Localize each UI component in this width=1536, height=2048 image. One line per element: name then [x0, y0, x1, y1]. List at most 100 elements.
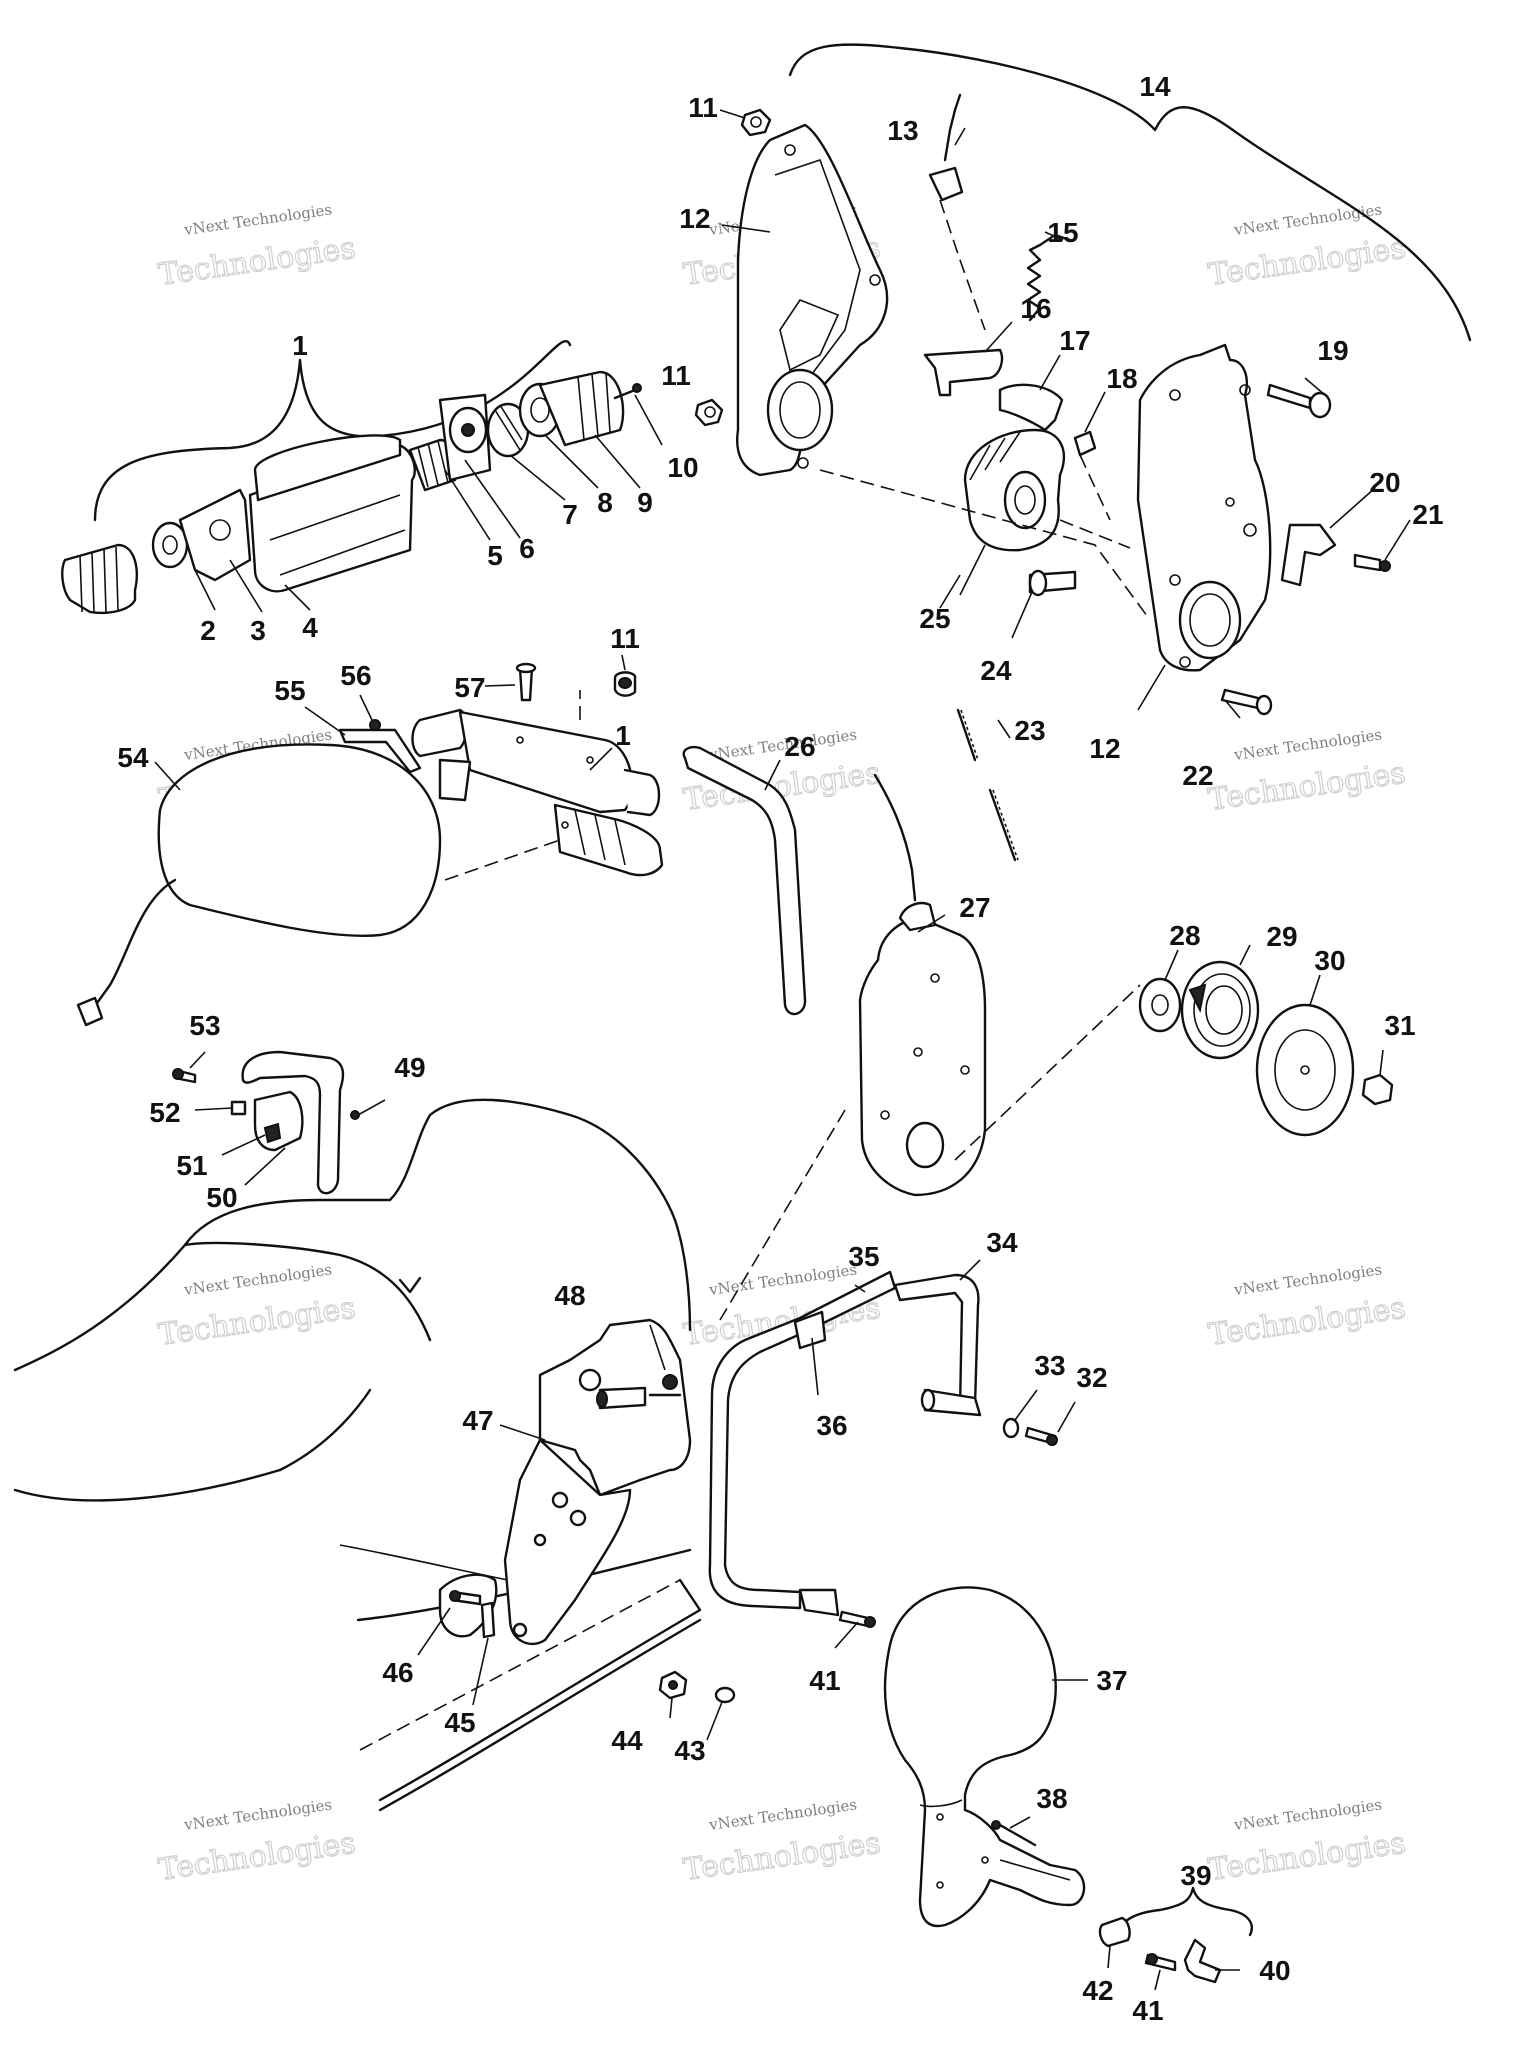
part-cap-43: [714, 1686, 736, 1704]
assembly-line-4: [1079, 454, 1111, 521]
part-tube-34: [893, 1273, 982, 1417]
part-screw-10: [613, 383, 642, 400]
part-screw-41-upper: [838, 1610, 876, 1628]
part-nut-11-low: [613, 671, 637, 697]
watermark-line2: Technologies: [1206, 1826, 1407, 1888]
callout-27: 27: [959, 892, 990, 923]
part-washer-28: [1138, 977, 1182, 1033]
bracket-group-14: [788, 43, 1472, 342]
watermark-line2: Technologies: [156, 231, 357, 293]
part-shaft-24: [1028, 569, 1077, 597]
part-screw-19: [1266, 383, 1332, 419]
bracket-group-39: [1113, 1886, 1253, 1940]
part-stud-48: [596, 1374, 682, 1410]
callout-5: 5: [487, 540, 503, 571]
part-washer-33: [1002, 1417, 1020, 1439]
part-handle-20: [1280, 523, 1337, 587]
part-screw-41-lower: [1144, 1953, 1177, 1972]
callout-54: 54: [117, 742, 149, 773]
part-wingnut-40: [1183, 1938, 1222, 1984]
part-clip-52: [230, 1100, 247, 1116]
callout-14-recoil-assembly: 14: [1139, 71, 1171, 102]
callout-4: 4: [302, 612, 318, 643]
callout-12-rear-cover: 12: [679, 203, 710, 234]
callouts: 1 2 3 4 5 6 7 8 9 10 11 11 11 12 12 13 1…: [117, 71, 1443, 2026]
assembly-line-5: [444, 839, 561, 881]
bracket-group-1: [93, 340, 572, 522]
part-screw-21: [1353, 553, 1391, 572]
part-spring-29: [1180, 960, 1260, 1060]
callout-22: 22: [1182, 760, 1213, 791]
callout-23: 23: [1014, 715, 1045, 746]
callout-28: 28: [1169, 920, 1200, 951]
callout-45: 45: [444, 1707, 475, 1738]
watermark-1: vNext Technologies Technologies: [156, 200, 359, 293]
part-bracket-55: [338, 728, 422, 774]
assembly-line-1: [819, 469, 1151, 621]
callout-38: 38: [1036, 1783, 1067, 1814]
callout-20: 20: [1369, 467, 1400, 498]
watermark-line1: vNext Technologies: [707, 725, 858, 764]
part-bracket-47: [503, 1318, 692, 1646]
callout-25: 25: [919, 603, 950, 634]
callout-8: 8: [597, 487, 613, 518]
watermark-line2: Technologies: [156, 1291, 357, 1353]
part-plate-6: [438, 393, 492, 482]
watermark-line1: vNext Technologies: [182, 1795, 333, 1834]
part-pulley-25: [963, 428, 1065, 552]
watermark-line1: vNext Technologies: [1232, 200, 1383, 239]
callout-47: 47: [462, 1405, 493, 1436]
watermark-line2: Technologies: [1206, 1291, 1407, 1353]
callout-42: 42: [1082, 1975, 1113, 2006]
watermark-line1: vNext Technologies: [1232, 725, 1383, 764]
callout-13: 13: [887, 115, 918, 146]
part-pin-57: [515, 662, 537, 702]
part-spring-15: [1026, 233, 1072, 322]
part-pawl-17: [998, 383, 1064, 432]
leader-lines: [154, 109, 1411, 1991]
watermark-line1: vNext Technologies: [182, 200, 333, 239]
part-nut-44: [658, 1670, 688, 1700]
part-windshield-54: [76, 743, 442, 1027]
part-clip-45: [480, 1601, 496, 1639]
watermark-7: vNext Technologies Technologies: [156, 1260, 359, 1353]
assembly-line-2: [939, 199, 986, 331]
part-knob-51: [263, 1122, 282, 1144]
part-bracket-3: [178, 488, 252, 582]
watermark-line1: vNext Technologies: [182, 1260, 333, 1299]
part-rear-cover-12: [736, 123, 889, 477]
callout-29: 29: [1266, 921, 1297, 952]
part-mirror-37: [883, 1586, 1086, 1928]
callout-1-grip-assembly: 1: [292, 330, 308, 361]
callout-41-lower: 41: [1132, 1995, 1163, 2026]
callout-32: 32: [1076, 1362, 1107, 1393]
part-housing-4: [248, 434, 416, 593]
watermark-line1: vNext Technologies: [707, 1795, 858, 1834]
watermark-10: vNext Technologies Technologies: [156, 1795, 359, 1888]
part-pulley-30: [1255, 1003, 1355, 1137]
part-seat: [13, 1098, 702, 1812]
callout-52: 52: [149, 1097, 180, 1128]
callout-2: 2: [200, 615, 216, 646]
callout-49: 49: [394, 1052, 425, 1083]
callout-12-front-cover: 12: [1089, 733, 1120, 764]
part-screw-32: [1024, 1426, 1058, 1446]
part-bar-26: [682, 745, 807, 1016]
callout-30: 30: [1314, 945, 1345, 976]
callout-48: 48: [554, 1280, 585, 1311]
watermark-line2: Technologies: [1206, 756, 1407, 818]
watermark-9: vNext Technologies Technologies: [1206, 1260, 1409, 1353]
part-screw-22: [1220, 688, 1273, 716]
callout-39-mount-assembly: 39: [1180, 1860, 1211, 1891]
callout-1-handlebar: 1: [615, 720, 631, 751]
callout-17: 17: [1059, 325, 1090, 356]
part-starter-housing-27: [858, 773, 987, 1197]
callout-50: 50: [206, 1182, 237, 1213]
watermark-line2: Technologies: [156, 1826, 357, 1888]
callout-24: 24: [980, 655, 1012, 686]
part-screw-56: [369, 719, 381, 731]
callout-10: 10: [667, 452, 698, 483]
part-screw-38: [991, 1820, 1037, 1847]
callout-15: 15: [1047, 217, 1078, 248]
callout-16: 16: [1020, 293, 1051, 324]
